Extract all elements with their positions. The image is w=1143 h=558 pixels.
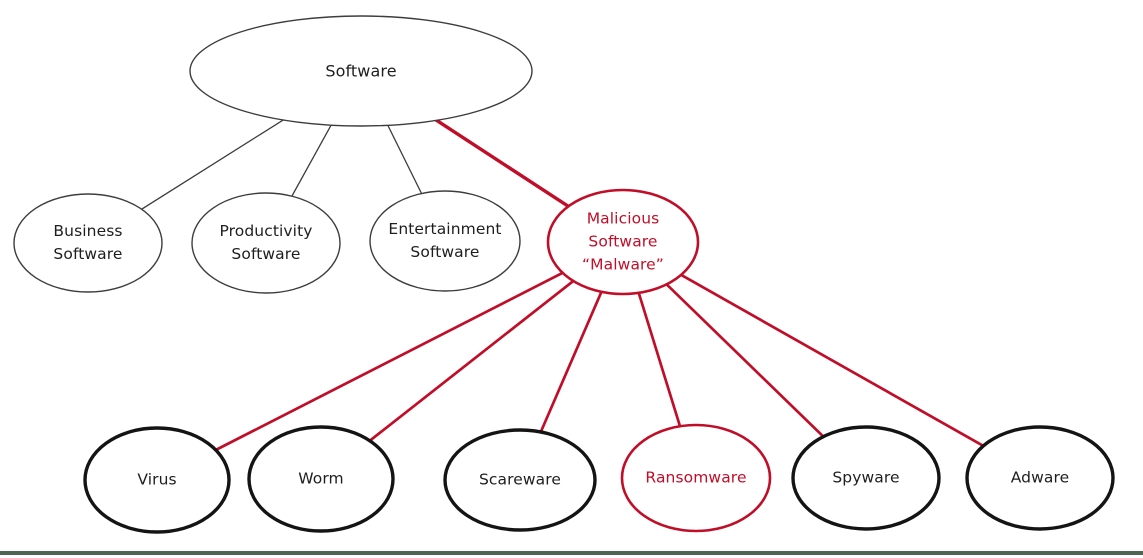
node-ellipse-virus — [83, 426, 231, 534]
bottom-border-bar — [0, 551, 1143, 555]
node-ellipse-worm — [247, 425, 395, 533]
node-ellipse-malicious-software — [546, 188, 700, 296]
node-ellipse-business-software — [13, 193, 163, 293]
node-ellipse-adware — [965, 425, 1115, 531]
node-ellipse-productivity-software — [191, 192, 341, 294]
edge-malicious-software-adware — [622, 240, 1041, 480]
node-ellipse-scareware — [443, 428, 597, 532]
node-ellipse-software — [189, 15, 533, 127]
node-ellipse-spyware — [791, 425, 941, 531]
node-ellipse-entertainment-software — [369, 190, 521, 292]
node-ellipse-ransomware — [620, 423, 772, 533]
edge-malicious-software-virus — [156, 240, 624, 482]
